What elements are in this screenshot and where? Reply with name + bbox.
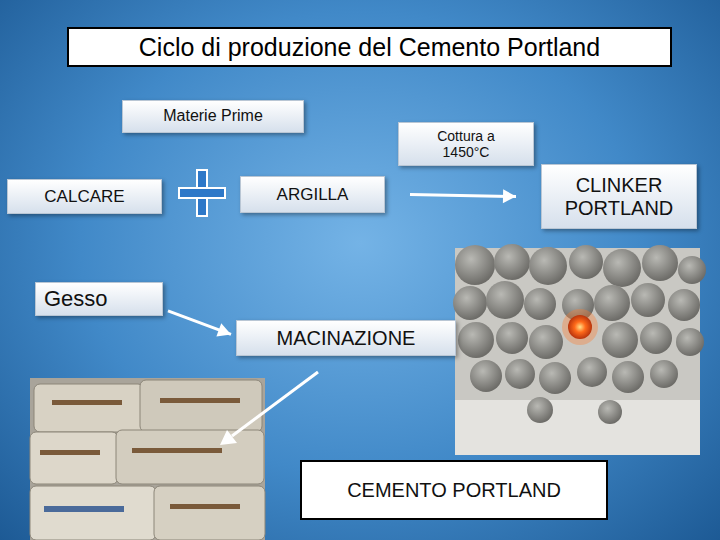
firing-box: Cottura a 1450°C: [398, 122, 534, 166]
limestone-box: CALCARE: [7, 179, 162, 214]
box-label: CEMENTO PORTLAND: [347, 479, 561, 502]
cement-bags-photo: [30, 378, 265, 540]
gypsum-box: Gesso: [35, 282, 163, 316]
box-label: Gesso: [44, 286, 108, 311]
cement-box: CEMENTO PORTLAND: [300, 460, 608, 520]
plus-symbol: [179, 170, 225, 216]
box-label: Materie Prime: [163, 107, 263, 125]
arrow-line: [410, 195, 516, 197]
clay-box: ARGILLA: [240, 176, 385, 213]
leader-arrow: [220, 372, 318, 445]
flow-arrow: [168, 311, 231, 337]
box-label: CLINKER PORTLAND: [549, 174, 689, 220]
raw-materials-box: Materie Prime: [122, 100, 304, 133]
box-label: MACINAZIONE: [277, 327, 416, 350]
flow-arrow: [410, 189, 516, 203]
box-label: Cottura a 1450°C: [421, 128, 511, 160]
clinker-photo: [453, 244, 706, 455]
arrowhead: [216, 323, 231, 336]
box-label: ARGILLA: [277, 185, 349, 205]
box-label: CALCARE: [44, 187, 124, 207]
clinker-box: CLINKER PORTLAND: [541, 164, 697, 229]
title: Ciclo di produzione del Cemento Portland: [67, 27, 672, 67]
grinding-box: MACINAZIONE: [236, 320, 456, 356]
arrowhead: [503, 189, 516, 203]
